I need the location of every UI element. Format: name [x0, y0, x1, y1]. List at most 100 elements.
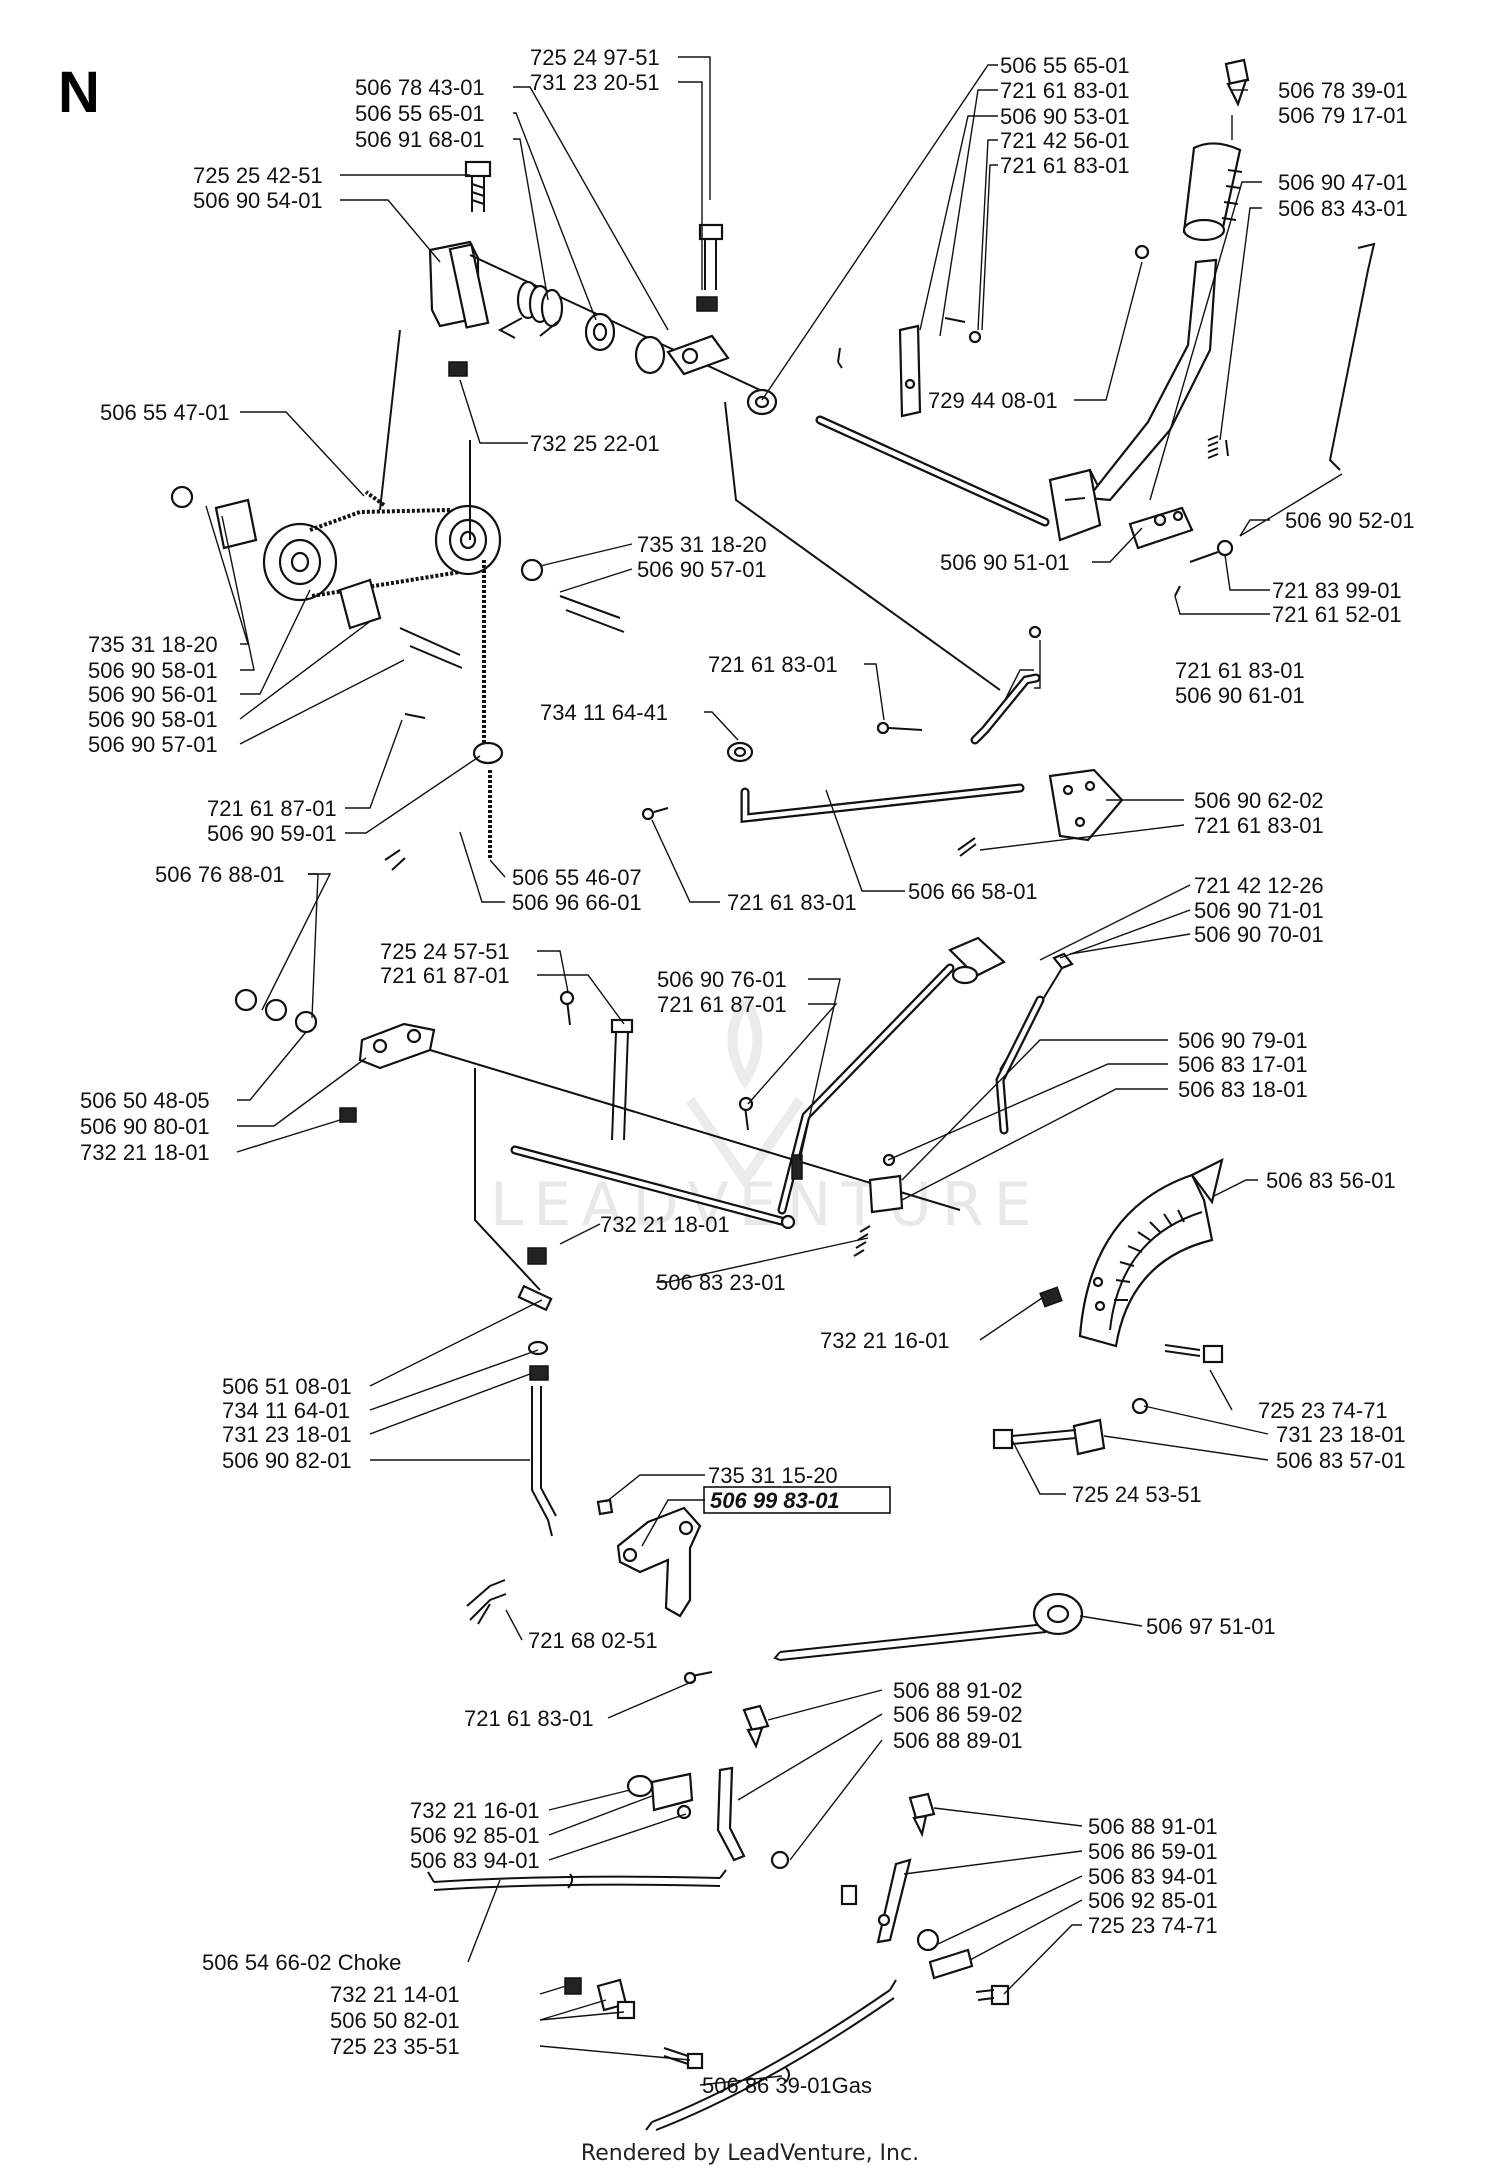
- label-506-90-54-01: 506 90 54-01: [193, 188, 323, 213]
- label-506-96-66-01: 506 96 66-01: [512, 890, 642, 915]
- section-letter: N: [58, 60, 100, 125]
- label-725-23-74-71-a: 725 23 74-71: [1258, 1398, 1388, 1423]
- label-506-88-91-01: 506 88 91-01: [1088, 1814, 1218, 1839]
- label-506-90-61-01: 506 90 61-01: [1175, 683, 1305, 708]
- label-506-90-58-01-a: 506 90 58-01: [88, 658, 218, 683]
- leader-lines: [205, 56, 1343, 2086]
- label-506-90-70-01: 506 90 70-01: [1194, 922, 1324, 947]
- label-506-90-59-01: 506 90 59-01: [207, 821, 337, 846]
- footer-credit: Rendered by LeadVenture, Inc.: [581, 2141, 919, 2166]
- label-506-79-17-01: 506 79 17-01: [1278, 103, 1408, 128]
- label-506-90-62-02: 506 90 62-02: [1194, 788, 1324, 813]
- rod-bracket: [837, 317, 982, 418]
- label-721-61-83-01-b: 721 61 83-01: [1000, 153, 1130, 178]
- label-734-11-64-41: 734 11 64-41: [540, 700, 668, 725]
- label-506-86-59-01: 506 86 59-01: [1088, 1839, 1218, 1864]
- label-506-83-17-01: 506 83 17-01: [1178, 1052, 1308, 1077]
- handle-lever: [1048, 58, 1376, 597]
- label-506-55-65-01-a: 506 55 65-01: [355, 101, 485, 126]
- label-506-55-47-01: 506 55 47-01: [100, 400, 230, 425]
- label-506-90-76-01: 506 90 76-01: [657, 967, 787, 992]
- parts-artwork: [170, 58, 1376, 2131]
- label-721-61-83-01-f: 721 61 83-01: [727, 890, 857, 915]
- upper-cross-rod: [746, 388, 1050, 527]
- label-735-31-18-20-b: 735 31 18-20: [88, 632, 218, 657]
- label-721-61-83-01-g: 721 61 83-01: [464, 1706, 594, 1731]
- label-721-61-83-01-e: 721 61 83-01: [1194, 813, 1324, 838]
- lower-left-lever: [466, 1247, 702, 1625]
- label-506-83-43-01: 506 83 43-01: [1278, 196, 1408, 221]
- label-506-99-83-01: 506 99 83-01: [710, 1488, 840, 1513]
- label-721-68-02-51: 721 68 02-51: [528, 1628, 658, 1653]
- highlight-box: [703, 1486, 891, 1514]
- label-506-90-56-01: 506 90 56-01: [88, 682, 218, 707]
- label-721-61-83-01-d: 721 61 83-01: [1175, 658, 1305, 683]
- label-735-31-15-20: 735 31 15-20: [708, 1463, 838, 1488]
- label-729-44-08-01: 729 44 08-01: [928, 388, 1058, 413]
- label-731-23-20-51: 731 23 20-51: [530, 70, 660, 95]
- label-721-61-83-01-c: 721 61 83-01: [708, 652, 838, 677]
- part-number-labels: 725 24 97-51 731 23 20-51 506 78 43-01 5…: [80, 45, 1415, 2098]
- label-506-66-58-01: 506 66 58-01: [908, 879, 1038, 904]
- label-735-31-18-20-a: 735 31 18-20: [637, 532, 767, 557]
- choke-gas-components: [427, 1704, 1010, 2131]
- label-506-83-57-01: 506 83 57-01: [1276, 1448, 1406, 1473]
- label-725-24-53-51: 725 24 53-51: [1072, 1482, 1202, 1507]
- label-732-21-14-01: 732 21 14-01: [330, 1982, 460, 2007]
- watermark-logo: [685, 997, 805, 1189]
- label-725-24-57-51: 725 24 57-51: [380, 939, 510, 964]
- label-725-24-97-51: 725 24 97-51: [530, 45, 660, 70]
- label-506-92-85-01-a: 506 92 85-01: [410, 1823, 540, 1848]
- watermark-text: LEADVENTURE: [490, 1170, 1042, 1240]
- label-506-90-80-01: 506 90 80-01: [80, 1114, 210, 1139]
- label-506-90-57-01-a: 506 90 57-01: [637, 557, 767, 582]
- label-506-83-23-01: 506 83 23-01: [656, 1270, 786, 1295]
- label-506-86-59-02: 506 86 59-02: [893, 1702, 1023, 1727]
- label-721-42-56-01: 721 42 56-01: [1000, 128, 1130, 153]
- label-721-61-87-01-c: 721 61 87-01: [657, 992, 787, 1017]
- label-725-23-35-51: 725 23 35-51: [330, 2034, 460, 2059]
- label-721-42-12-26: 721 42 12-26: [1194, 873, 1324, 898]
- label-732-21-16-01-b: 732 21 16-01: [410, 1798, 540, 1823]
- lower-long-rod: [683, 1592, 1084, 1685]
- label-506-90-57-01-b: 506 90 57-01: [88, 732, 218, 757]
- label-506-90-53-01: 506 90 53-01: [1000, 104, 1130, 129]
- label-506-86-39-01-gas: 506 86 39-01Gas: [702, 2073, 872, 2098]
- label-506-97-51-01: 506 97 51-01: [1146, 1614, 1276, 1639]
- label-725-25-42-51: 725 25 42-51: [193, 163, 323, 188]
- label-721-61-87-01-a: 721 61 87-01: [207, 796, 337, 821]
- label-732-21-18-01-a: 732 21 18-01: [80, 1140, 210, 1165]
- label-506-90-79-01: 506 90 79-01: [1178, 1028, 1308, 1053]
- label-721-61-83-01-a: 721 61 83-01: [1000, 78, 1130, 103]
- label-721-61-52-01: 721 61 52-01: [1272, 602, 1402, 627]
- label-506-50-48-05: 506 50 48-05: [80, 1088, 210, 1113]
- upper-left-linkage: [428, 160, 761, 391]
- label-506-88-89-01: 506 88 89-01: [893, 1728, 1023, 1753]
- label-506-54-66-02-choke: 506 54 66-02 Choke: [202, 1950, 401, 1975]
- label-506-55-46-07: 506 55 46-07: [512, 865, 642, 890]
- label-506-76-88-01: 506 76 88-01: [155, 862, 285, 887]
- label-731-23-18-01-a: 731 23 18-01: [222, 1422, 352, 1447]
- label-506-90-71-01: 506 90 71-01: [1194, 898, 1324, 923]
- label-721-83-99-01: 721 83 99-01: [1272, 578, 1402, 603]
- label-732-21-16-01-a: 732 21 16-01: [820, 1328, 950, 1353]
- label-506-51-08-01: 506 51 08-01: [222, 1374, 352, 1399]
- middle-linkage: [641, 401, 1124, 857]
- label-732-21-18-01-b: 732 21 18-01: [600, 1212, 730, 1237]
- quadrant-segment: [992, 1157, 1224, 1456]
- label-732-25-22-01: 732 25 22-01: [530, 431, 660, 456]
- label-506-90-58-01-b: 506 90 58-01: [88, 707, 218, 732]
- center-shaft-assembly: [234, 936, 1074, 1291]
- label-506-83-56-01: 506 83 56-01: [1266, 1168, 1396, 1193]
- label-506-83-94-01-b: 506 83 94-01: [1088, 1864, 1218, 1889]
- label-506-78-39-01: 506 78 39-01: [1278, 78, 1408, 103]
- label-734-11-64-01: 734 11 64-01: [222, 1398, 350, 1423]
- label-721-61-87-01-b: 721 61 87-01: [380, 963, 510, 988]
- label-725-23-74-71-b: 725 23 74-71: [1088, 1913, 1218, 1938]
- label-506-91-68-01: 506 91 68-01: [355, 127, 485, 152]
- label-506-90-51-01: 506 90 51-01: [940, 550, 1070, 575]
- label-506-88-91-02: 506 88 91-02: [893, 1678, 1023, 1703]
- label-506-90-82-01: 506 90 82-01: [222, 1448, 352, 1473]
- label-506-55-65-01-b: 506 55 65-01: [1000, 53, 1130, 78]
